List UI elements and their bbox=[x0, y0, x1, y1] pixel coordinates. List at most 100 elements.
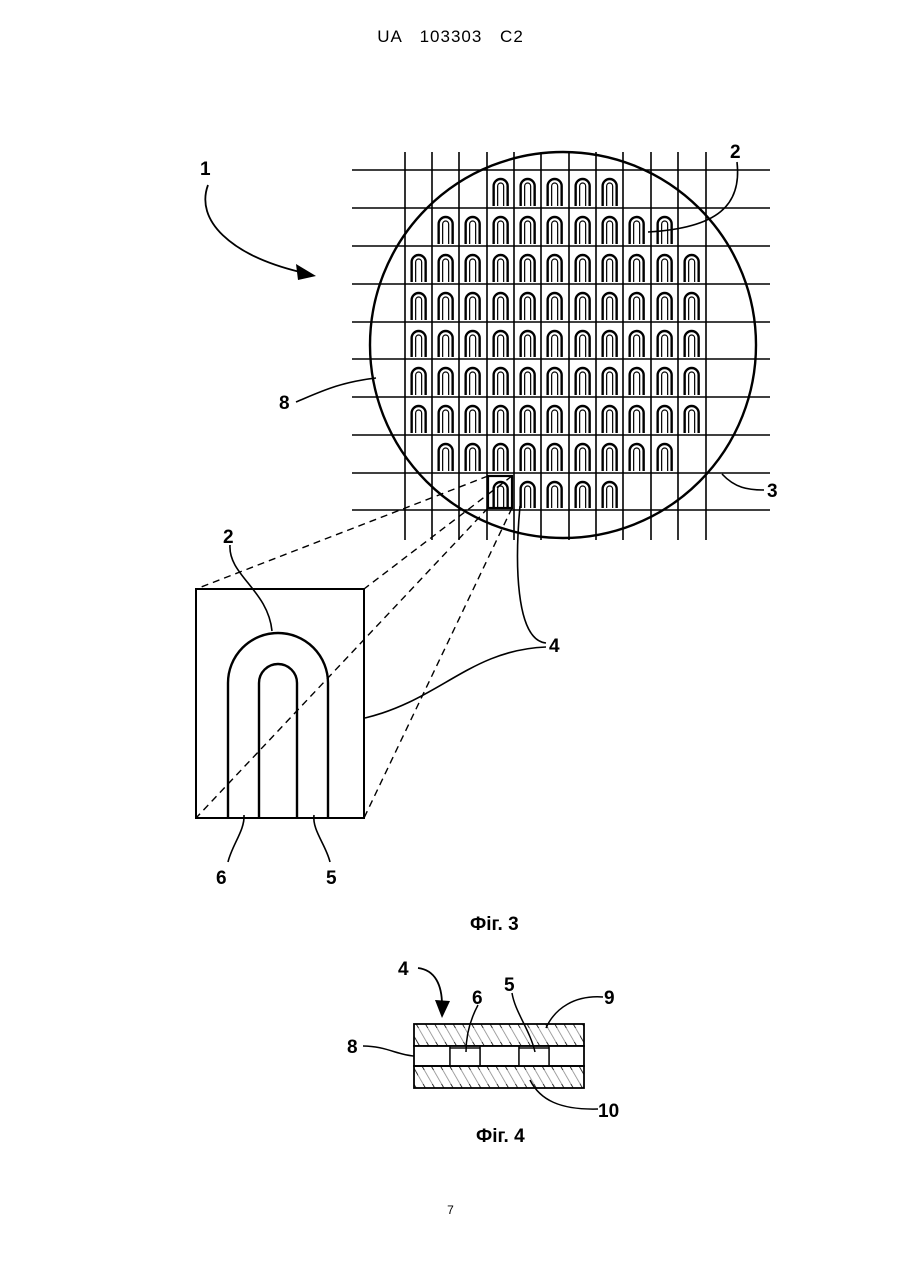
die-pattern bbox=[630, 293, 644, 320]
leader-2 bbox=[648, 162, 738, 232]
die-pattern bbox=[412, 255, 426, 282]
device-arrowhead bbox=[296, 264, 316, 280]
die-pattern bbox=[603, 444, 617, 471]
die-pattern bbox=[412, 293, 426, 320]
die-pattern bbox=[521, 179, 535, 206]
die-pattern bbox=[548, 331, 562, 357]
figure-3-caption: Фіг. 3 bbox=[470, 914, 519, 935]
leader-6 bbox=[228, 815, 244, 862]
die-pattern bbox=[685, 255, 699, 282]
label-wafer: 8 bbox=[279, 393, 290, 414]
die-pattern bbox=[494, 217, 508, 244]
die-pattern bbox=[603, 217, 617, 244]
die-pattern bbox=[548, 444, 562, 471]
figure-4: 4 6 5 9 8 10 Фіг. 4 bbox=[347, 959, 619, 1147]
die-pattern bbox=[412, 406, 426, 433]
die-pattern bbox=[548, 179, 562, 206]
die-pattern bbox=[521, 255, 535, 282]
label-inner-line: 6 bbox=[216, 868, 227, 889]
die-pattern bbox=[576, 368, 590, 395]
die-pattern bbox=[494, 179, 508, 206]
die-pattern bbox=[658, 255, 672, 282]
die-pattern bbox=[576, 331, 590, 357]
label-device: 1 bbox=[200, 159, 211, 180]
die-pattern bbox=[658, 368, 672, 395]
die-pattern bbox=[466, 331, 480, 357]
die-pattern bbox=[685, 368, 699, 395]
die-arrow bbox=[418, 968, 442, 1005]
die-pattern bbox=[548, 293, 562, 320]
die-zoom-box bbox=[196, 589, 364, 818]
die-pattern bbox=[630, 331, 644, 357]
figure-4-caption: Фіг. 4 bbox=[476, 1126, 525, 1147]
die-pattern bbox=[685, 293, 699, 320]
die-pattern bbox=[576, 217, 590, 244]
die-pattern bbox=[439, 331, 453, 357]
die-pattern bbox=[576, 444, 590, 471]
die-pattern bbox=[466, 368, 480, 395]
die-pattern bbox=[548, 368, 562, 395]
die-pattern bbox=[466, 293, 480, 320]
die-pattern bbox=[521, 406, 535, 433]
figure-3: 1 2 8 3 2 4 6 5 Фіг. 3 bbox=[196, 142, 778, 935]
die-pattern bbox=[658, 293, 672, 320]
die-pattern bbox=[576, 255, 590, 282]
label-fig4-outer-line: 5 bbox=[504, 975, 515, 996]
die-pattern bbox=[521, 482, 535, 508]
die-pattern bbox=[494, 293, 508, 320]
die-pattern bbox=[576, 179, 590, 206]
label-fig4-bottom-layer: 10 bbox=[598, 1101, 619, 1122]
label-grid: 3 bbox=[767, 481, 778, 502]
die-pattern bbox=[576, 482, 590, 508]
label-outer-line: 5 bbox=[326, 868, 337, 889]
die-pattern bbox=[466, 255, 480, 282]
leader-5 bbox=[314, 815, 330, 862]
die-pattern bbox=[439, 255, 453, 282]
die-pattern bbox=[439, 217, 453, 244]
die-pattern bbox=[548, 217, 562, 244]
leader-fig4-8 bbox=[363, 1046, 414, 1056]
die-pattern bbox=[658, 444, 672, 471]
label-die-pattern-zoom: 2 bbox=[223, 527, 234, 548]
die-pattern bbox=[685, 331, 699, 357]
die-pattern bbox=[548, 482, 562, 508]
die-pattern bbox=[439, 406, 453, 433]
page-number: 7 bbox=[0, 1203, 901, 1217]
die-pattern bbox=[412, 331, 426, 357]
die-pattern bbox=[630, 217, 644, 244]
die-pattern bbox=[521, 217, 535, 244]
die-pattern bbox=[630, 255, 644, 282]
device-arrow bbox=[205, 185, 300, 272]
die-pattern bbox=[603, 255, 617, 282]
die-pattern bbox=[466, 217, 480, 244]
die-pattern bbox=[576, 293, 590, 320]
leader-4-zoom bbox=[365, 647, 546, 718]
die-pattern bbox=[466, 406, 480, 433]
label-fig4-die: 4 bbox=[398, 959, 409, 980]
die-zoom-pattern bbox=[228, 633, 328, 817]
die-pattern bbox=[439, 293, 453, 320]
die-pattern bbox=[548, 406, 562, 433]
label-fig4-top-layer: 9 bbox=[604, 988, 615, 1009]
die-pattern bbox=[521, 331, 535, 357]
trace-6 bbox=[450, 1048, 480, 1066]
die-pattern bbox=[494, 406, 508, 433]
die-pattern bbox=[548, 255, 562, 282]
die-pattern bbox=[576, 406, 590, 433]
die-pattern bbox=[603, 293, 617, 320]
die-pattern bbox=[412, 368, 426, 395]
die-pattern bbox=[603, 179, 617, 206]
die-pattern bbox=[630, 444, 644, 471]
die-pattern bbox=[494, 331, 508, 357]
die-pattern bbox=[439, 444, 453, 471]
die-pattern bbox=[630, 406, 644, 433]
die-pattern bbox=[603, 406, 617, 433]
die-pattern bbox=[521, 444, 535, 471]
label-fig4-inner-line: 6 bbox=[472, 988, 483, 1009]
die-pattern bbox=[603, 331, 617, 357]
die-pattern bbox=[658, 331, 672, 357]
die-pattern bbox=[521, 368, 535, 395]
die-pattern bbox=[494, 255, 508, 282]
die-pattern bbox=[466, 444, 480, 471]
label-fig4-wafer: 8 bbox=[347, 1037, 358, 1058]
